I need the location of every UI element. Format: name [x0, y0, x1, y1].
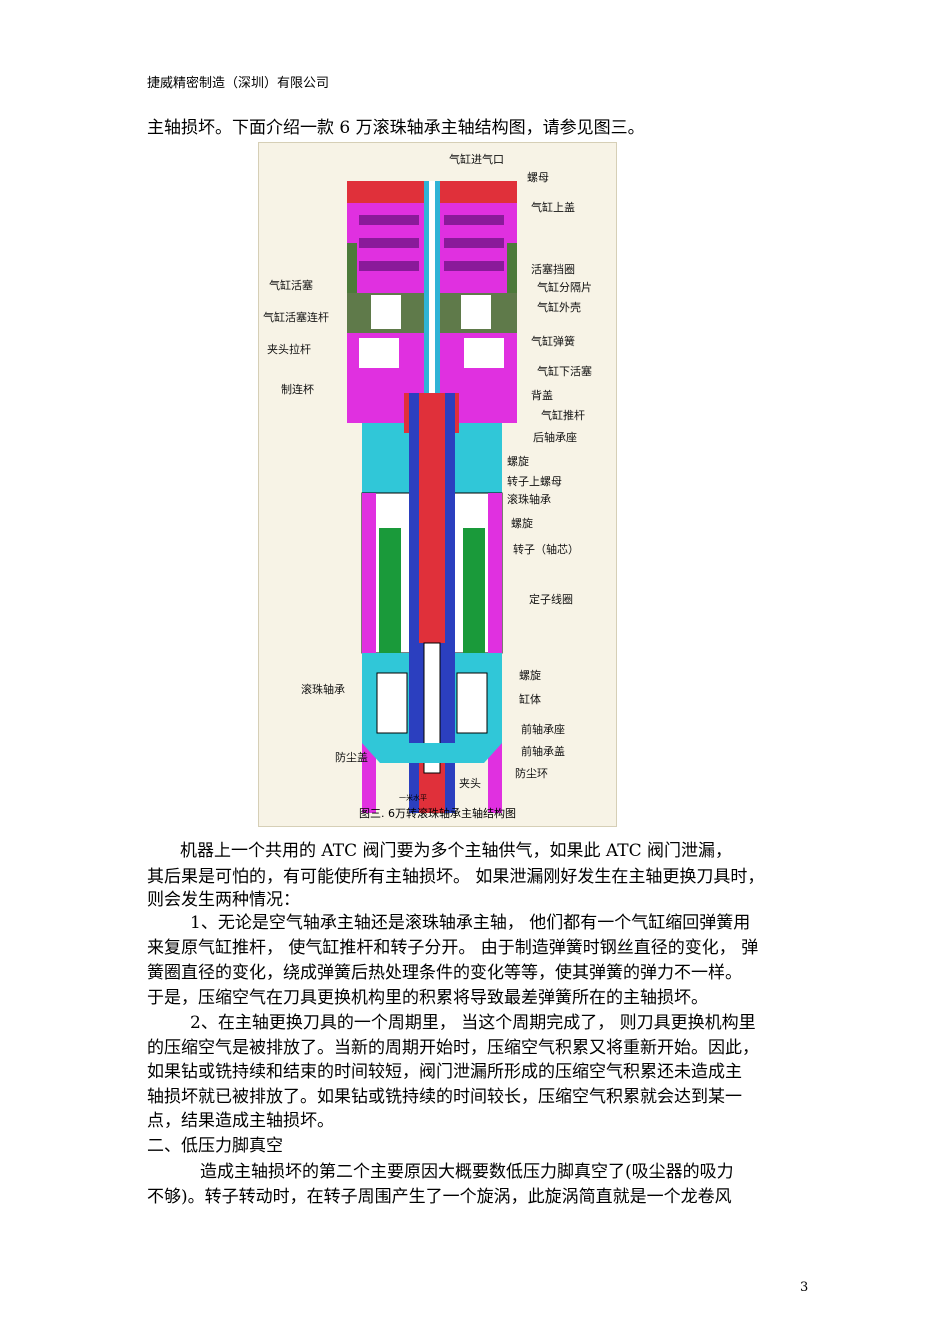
paragraph-line: 造成主轴损坏的第二个主要原因大概要数低压力脚真空了(吸尘器的吸力 — [200, 1162, 734, 1182]
label-cylinder-separator: 气缸分隔片 — [537, 281, 592, 294]
label-ball-bearing-right: 滚珠轴承 — [507, 493, 551, 506]
label-cylinder-push-rod: 气缸推杆 — [541, 409, 585, 422]
label-cylinder-top-cover: 气缸上盖 — [531, 201, 575, 214]
label-cylinder-lower-piston: 气缸下活塞 — [537, 365, 592, 378]
label-spiral-1: 螺旋 — [507, 455, 529, 468]
label-cylinder-block: 缸体 — [519, 693, 541, 706]
label-cylinder-air-inlet: 气缸进气口 — [449, 153, 504, 166]
paragraph-line: 其后果是可怕的，有可能使所有主轴损坏。 如果泄漏刚好发生在主轴更换刀具时， — [147, 867, 765, 887]
paragraph-line: 来复原气缸推杆， 使气缸推杆和转子分开。 由于制造弹簧时钢丝直径的变化， 弹 — [147, 938, 759, 958]
label-back-cover: 背盖 — [531, 389, 553, 402]
paragraph-line: 2、在主轴更换刀具的一个周期里， 当这个周期完成了， 则刀具更换机构里 — [190, 1013, 756, 1033]
paragraph-line: 则会发生两种情况： — [147, 890, 300, 910]
label-spiral-3: 螺旋 — [519, 669, 541, 682]
label-spiral-2: 螺旋 — [511, 517, 533, 530]
label-brake-cup: 制连杯 — [281, 383, 314, 396]
collet — [423, 642, 441, 774]
paragraph-line: 不够)。转子转动时，在转子周围产生了一个旋涡，此旋涡简直就是一个龙卷风 — [147, 1187, 732, 1207]
label-cylinder-shell: 气缸外壳 — [537, 301, 581, 314]
label-collet: 夹头 — [459, 777, 481, 790]
figure-scale-note: 一米水平 — [399, 794, 427, 802]
paragraph-line: 如果钻或铣持续和结束的时间较短，阀门泄漏所形成的压缩空气积累还未造成主 — [147, 1062, 742, 1082]
stator-coil-right — [463, 528, 485, 653]
label-cylinder-piston: 气缸活塞 — [269, 279, 313, 292]
label-collet-pull-rod: 夹头拉杆 — [267, 343, 311, 356]
paragraph-line: 机器上一个共用的 ATC 阀门要为多个主轴供气，如果此 ATC 阀门泄漏， — [180, 841, 733, 861]
paragraph-line: 轴损坏就已被排放了。如果钻或铣持续的时间较长，压缩空气积累就会达到某一 — [147, 1087, 742, 1107]
label-nut: 螺母 — [527, 171, 549, 184]
label-front-bearing-seat: 前轴承座 — [521, 723, 565, 736]
label-rear-bearing-seat: 后轴承座 — [533, 431, 577, 444]
paragraph-line: 簧圈直径的变化，绕成弹簧后热处理条件的变化等等，使其弹簧的弹力不一样。 — [147, 963, 742, 983]
spindle-structure-figure: 气缸进气口 螺母 气缸上盖 活塞挡圈 气缸分隔片 气缸外壳 气缸弹簧 气缸下活塞… — [258, 142, 617, 827]
label-dust-ring: 防尘环 — [515, 767, 548, 780]
label-stator-coil: 定子线圈 — [529, 593, 573, 606]
label-cylinder-spring: 气缸弹簧 — [531, 335, 575, 348]
intro-paragraph: 主轴损坏。下面介绍一款 6 万滚珠轴承主轴结构图，请参见图三。 — [147, 118, 645, 138]
paragraph-line: 于是，压缩空气在刀具更换机构里的积累将导致最差弹簧所在的主轴损坏。 — [147, 988, 708, 1008]
label-piston-retainer: 活塞挡圈 — [531, 263, 575, 276]
paragraph-line: 点，结果造成主轴损坏。 — [147, 1111, 334, 1131]
label-cylinder-piston-rod: 气缸活塞连杆 — [263, 311, 329, 324]
page-number: 3 — [800, 1280, 809, 1295]
stator-coil-left — [379, 528, 401, 653]
section-heading: 二、低压力脚真空 — [147, 1136, 283, 1156]
label-rotor-upper-nut: 转子上螺母 — [507, 475, 562, 488]
label-rotor-shaft: 转子（轴芯） — [513, 543, 579, 556]
figure-caption: 图三. 6万转滚珠轴承主轴结构图 — [359, 807, 516, 820]
label-dust-cover: 防尘盖 — [335, 751, 368, 764]
paragraph-line: 的压缩空气是被排放了。当新的周期开始时，压缩空气积累又将重新开始。因此， — [147, 1038, 759, 1058]
paragraph-line: 1、无论是空气轴承主轴还是滚珠轴承主轴， 他们都有一个气缸缩回弹簧用 — [190, 913, 751, 933]
label-front-bearing-cover: 前轴承盖 — [521, 745, 565, 758]
spindle-diagram — [347, 181, 517, 813]
page-header: 捷威精密制造（深圳）有限公司 — [147, 76, 330, 91]
label-ball-bearing-left: 滚珠轴承 — [301, 683, 345, 696]
